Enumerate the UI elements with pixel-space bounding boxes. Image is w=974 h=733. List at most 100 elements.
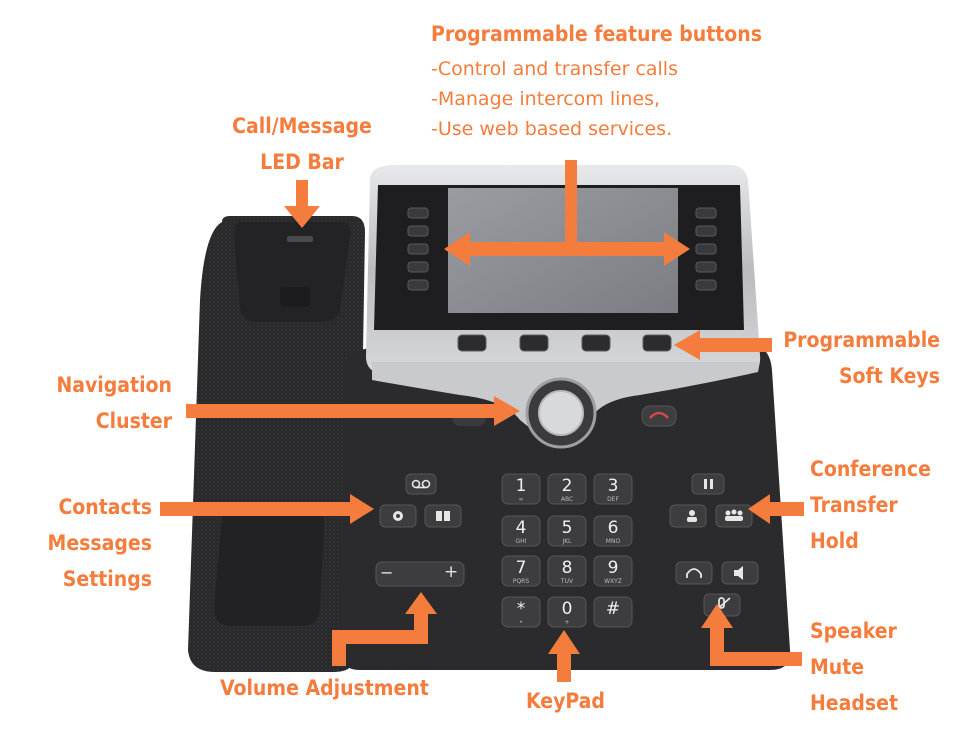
headset-label: Headset	[810, 691, 898, 715]
feature-buttons-title: Programmable feature buttons	[431, 22, 762, 46]
feature-arrow-stem	[565, 160, 577, 248]
volume-plus[interactable]: +	[444, 562, 459, 582]
keypad-letters: +	[564, 619, 570, 626]
left-line-keys	[407, 207, 429, 291]
mute-label: Mute	[810, 655, 865, 679]
handset-cradle-top	[234, 222, 351, 322]
led-bar-label: Call/Message LED Bar	[222, 108, 382, 180]
speaker-arrow-h	[710, 652, 802, 666]
right-function-keys	[669, 473, 759, 617]
volume-arrow-v2	[414, 610, 428, 644]
contacts-icon	[436, 511, 450, 521]
feature-arrow-bar	[466, 242, 666, 256]
keypad-letters: ABC	[560, 496, 574, 503]
navigation-label-line-1: Navigation	[56, 373, 172, 397]
nav-arrow-head	[494, 396, 520, 426]
nav-select	[538, 390, 584, 436]
soft-keys	[457, 334, 672, 352]
keypad-key[interactable]: 0+	[548, 597, 586, 627]
speaker-arrow-v	[710, 624, 724, 666]
volume-label: Volume Adjustment	[220, 676, 429, 700]
conference-label: Conference	[810, 457, 931, 481]
contacts-group-label: Contacts Messages Settings	[20, 489, 152, 597]
keypad-key[interactable]: 1∞	[502, 474, 540, 504]
settings-icon	[393, 511, 403, 521]
softkey-arrow-head	[674, 330, 700, 360]
feature-desc-line-2: -Manage intercom lines,	[431, 88, 661, 110]
phone-base	[340, 345, 791, 670]
keypad-digit: 1	[515, 476, 527, 496]
keypad-label: KeyPad	[526, 689, 605, 713]
soft-keys-label: Programmable Soft Keys	[770, 322, 940, 394]
keypad-letters: MNO	[605, 538, 621, 545]
keypad-letters: JKL	[562, 538, 572, 545]
keypad-letters: GHI	[515, 538, 527, 545]
feature-arrow-left	[444, 232, 470, 266]
keypad-digit: 0	[561, 599, 573, 619]
speaker-arrow-head	[701, 604, 733, 628]
right-line-keys	[695, 207, 717, 291]
keypad-letters: PQRS	[512, 578, 530, 585]
navigation-label-line-2: Cluster	[95, 409, 172, 433]
keypad-digit: 6	[607, 518, 619, 538]
feature-desc-line-1: -Control and transfer calls	[431, 58, 678, 80]
keypad-letters: TUV	[560, 578, 574, 585]
feature-buttons-desc: -Control and transfer calls -Manage inte…	[431, 54, 678, 144]
conference-group-label: Conference Transfer Hold	[810, 451, 931, 559]
keypad-arrow-shaft	[557, 652, 571, 682]
keypad-digit: *	[516, 599, 526, 619]
led-bar	[287, 236, 313, 242]
speaker-icon	[734, 566, 743, 580]
volume-arrow-head	[405, 592, 437, 614]
contacts-arrow-shaft	[160, 502, 352, 516]
headset-icon	[686, 568, 702, 578]
keypad-digit: 3	[607, 476, 619, 496]
keypad-letters: WXYZ	[604, 578, 622, 585]
keypad-key[interactable]: #	[594, 597, 632, 627]
led-bar-label-line-2: LED Bar	[260, 150, 344, 174]
left-function-keys	[375, 473, 465, 587]
keypad-letters: •	[519, 619, 523, 626]
handset-earpiece	[214, 512, 324, 626]
voicemail-icon	[411, 479, 431, 489]
softkey-arrow-shaft	[698, 338, 772, 352]
keypad-letters: ∞	[518, 496, 524, 503]
keypad-digit: 2	[561, 476, 573, 496]
contacts-arrow-head	[350, 494, 374, 524]
led-bar-label-line-1: Call/Message	[232, 114, 372, 138]
keypad-digit: 5	[561, 518, 573, 538]
keypad-digit: 7	[515, 558, 527, 578]
conference-arrow-shaft	[768, 502, 804, 516]
keypad-key[interactable]: *•	[502, 597, 540, 627]
soft-keys-label-line-1: Programmable	[783, 328, 940, 352]
hold-label: Hold	[810, 529, 859, 553]
navigation-label: Navigation Cluster	[20, 367, 172, 439]
keypad-digit: 4	[515, 518, 527, 538]
contacts-label: Contacts	[58, 495, 152, 519]
led-arrow-shaft	[296, 180, 308, 208]
speaker-label: Speaker	[810, 619, 897, 643]
release-icon	[649, 411, 669, 419]
volume-minus[interactable]: −	[380, 563, 394, 582]
keypad-digit: 8	[561, 558, 573, 578]
keypad-digit: 9	[607, 558, 619, 578]
transfer-label: Transfer	[810, 493, 898, 517]
hold-icon	[704, 479, 713, 489]
soft-keys-label-line-2: Soft Keys	[838, 364, 940, 388]
release-key	[641, 405, 677, 427]
transfer-icon	[687, 510, 697, 522]
speaker-group-label: Speaker Mute Headset	[810, 613, 898, 721]
conference-arrow-head	[748, 494, 770, 524]
feature-desc-line-3: -Use web based services.	[431, 118, 673, 140]
nav-arrow-shaft	[186, 404, 496, 418]
keypad-keys-bg	[501, 473, 633, 628]
